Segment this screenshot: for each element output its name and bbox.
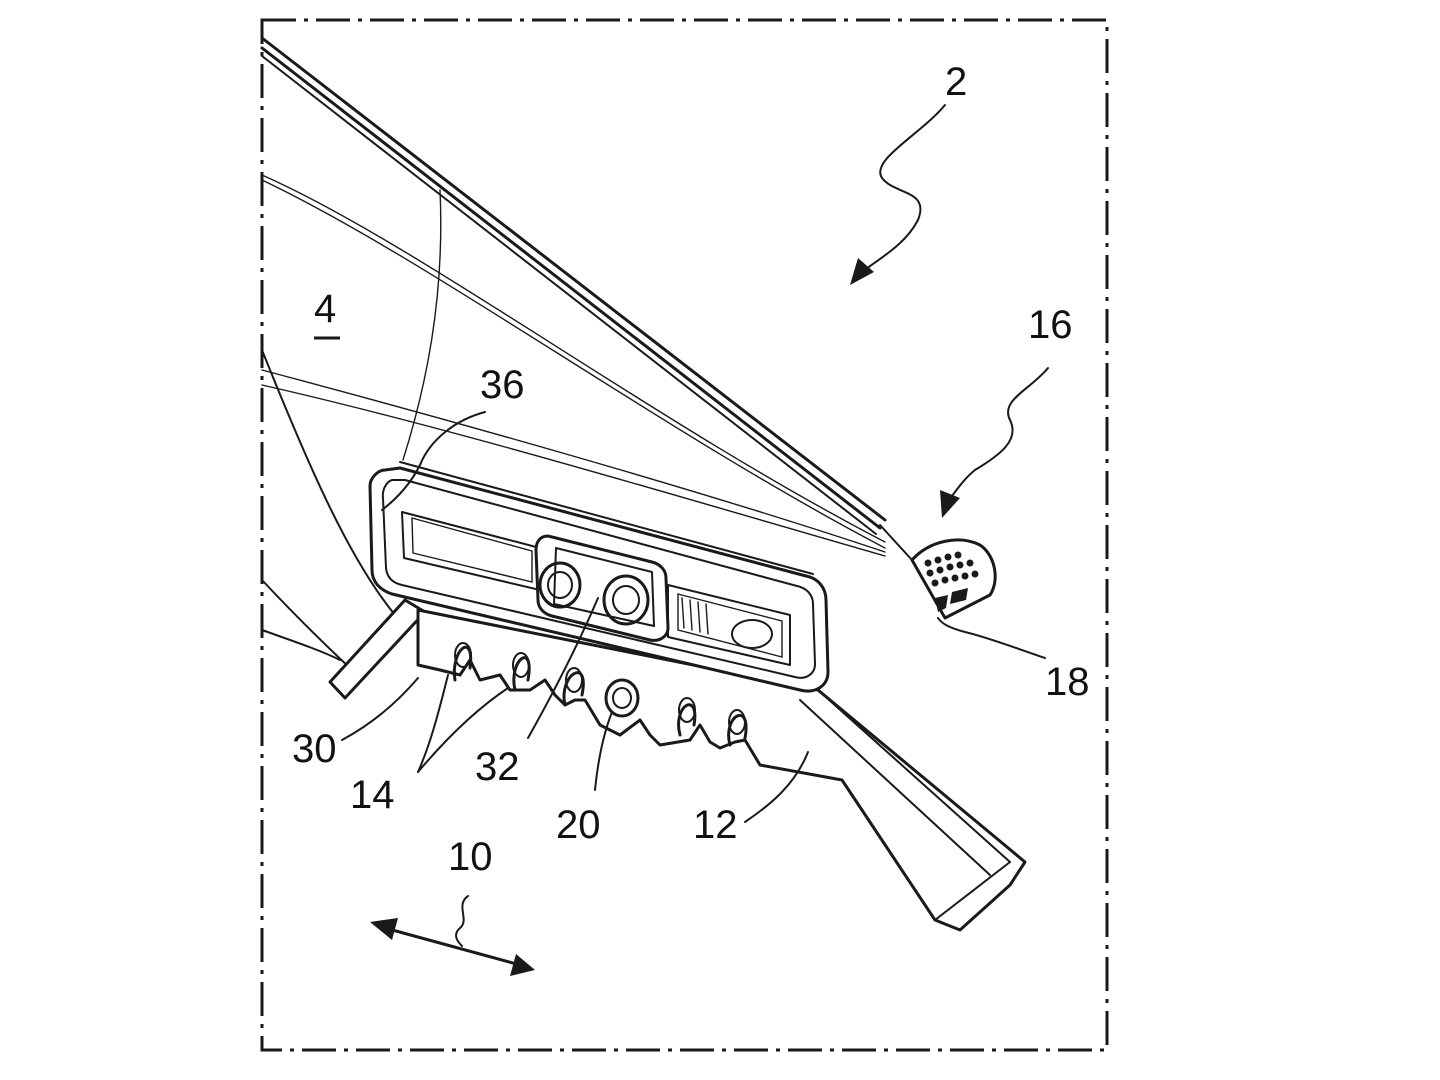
label-2: 2 bbox=[945, 60, 967, 104]
label-20: 20 bbox=[556, 803, 601, 847]
reference-numerals: 2 4 16 36 18 30 14 32 20 12 10 bbox=[292, 60, 1090, 879]
tab-18 bbox=[879, 524, 997, 620]
panel-edge-lines bbox=[260, 36, 887, 535]
label-10: 10 bbox=[448, 835, 493, 879]
label-12: 12 bbox=[693, 803, 738, 847]
fastener-20 bbox=[604, 678, 640, 718]
lead-lines bbox=[341, 104, 1049, 976]
surface-contour-lines bbox=[261, 174, 886, 671]
label-4: 4 bbox=[314, 287, 336, 331]
tab-18-grip bbox=[924, 551, 979, 612]
label-18: 18 bbox=[1045, 660, 1090, 704]
button-plate bbox=[534, 534, 670, 642]
label-14: 14 bbox=[350, 773, 395, 817]
boundary-frame bbox=[260, 18, 1109, 1052]
teeth-14 bbox=[452, 642, 748, 747]
strip-30 bbox=[328, 598, 427, 700]
button-32 bbox=[538, 561, 650, 626]
label-32: 32 bbox=[475, 745, 520, 789]
label-36: 36 bbox=[480, 363, 525, 407]
label-16: 16 bbox=[1028, 303, 1073, 347]
label-30: 30 bbox=[292, 727, 337, 771]
